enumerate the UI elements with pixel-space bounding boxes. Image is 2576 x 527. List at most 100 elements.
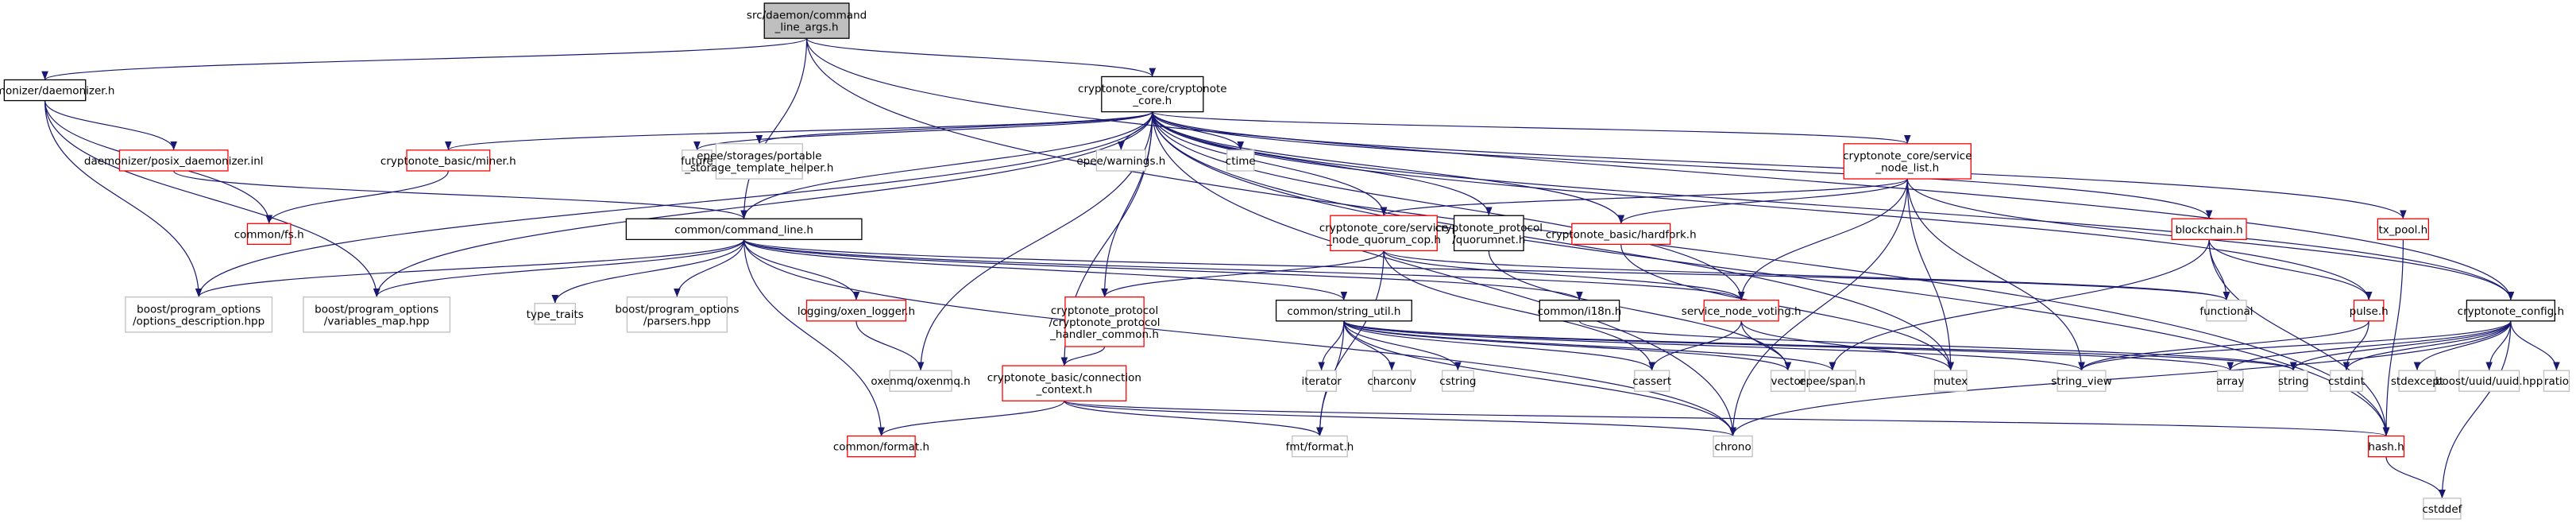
node-cmdline[interactable]: common/command_line.h — [625, 218, 863, 241]
node-label: common/fs.h — [234, 228, 304, 241]
node-label: vector — [1771, 375, 1805, 388]
node-label: string_view — [2051, 375, 2112, 388]
node-quorumnet[interactable]: cryptonote_protocol/quorumnet.h — [1435, 215, 1543, 252]
node-vector[interactable]: vector — [1770, 370, 1806, 392]
edge-core-to-pulse — [1152, 111, 2373, 300]
node-label: type_traits — [527, 308, 584, 321]
node-snqc[interactable]: cryptonote_core/service_node_quorum_cop.… — [1319, 215, 1448, 252]
edge-string-util-to-iterator — [1318, 320, 1345, 371]
node-box — [2057, 370, 2107, 392]
node-posix[interactable]: daemonizer/posix_daemonizer.inl — [84, 149, 264, 172]
node-label: future — [681, 155, 713, 168]
node-stdexcept[interactable]: stdexcept — [2391, 370, 2443, 392]
node-cstddef[interactable]: cstddef — [2422, 498, 2463, 520]
node-miner[interactable]: cryptonote_basic/miner.h — [380, 149, 516, 172]
node-string-util[interactable]: common/string_util.h — [1275, 300, 1412, 322]
node-label: logging/oxen_logger.h — [798, 305, 915, 318]
node-box — [682, 149, 713, 172]
node-future[interactable]: future — [681, 149, 713, 172]
node-blockchain[interactable]: blockchain.h — [2171, 218, 2247, 241]
node-cp-handler[interactable]: cryptonote_protocol/cryptonote_protocol_… — [1049, 296, 1161, 347]
node-cassert[interactable]: cassert — [1632, 370, 1671, 392]
edge-string-util-to-cassert — [1343, 320, 1655, 371]
node-conn-ctx[interactable]: cryptonote_basic/connection_context.h — [987, 365, 1141, 401]
node-epee-span[interactable]: epee/span.h — [1799, 370, 1866, 392]
node-config[interactable]: cryptonote_config.h — [2458, 300, 2564, 322]
node-label: string — [2278, 375, 2309, 388]
node-epee-storage[interactable]: epee/storages/portable_storage_template_… — [684, 143, 833, 180]
node-oxenmq[interactable]: oxenmq/oxenmq.h — [871, 370, 971, 392]
node-snv[interactable]: service_node_voting.h — [1682, 300, 1802, 322]
node-ratio[interactable]: ratio — [2543, 370, 2570, 392]
node-chrono[interactable]: chrono — [1713, 435, 1753, 458]
node-string-view[interactable]: string_view — [2051, 370, 2112, 392]
node-core[interactable]: cryptonote_core/cryptonote_core.h — [1078, 76, 1227, 113]
node-label: /options_description.hpp — [133, 315, 265, 327]
node-label: fmt/format.h — [1286, 441, 1354, 454]
node-iterator[interactable]: iterator — [1301, 370, 1342, 392]
node-po-vmap[interactable]: boost/program_options/variables_map.hpp — [303, 296, 451, 333]
node-root[interactable]: src/daemon/command_line_args.h — [747, 2, 867, 39]
node-label: common/string_util.h — [1287, 305, 1400, 318]
edge-core-to-chrono — [1152, 111, 1736, 436]
node-hardfork[interactable]: cryptonote_basic/hardfork.h — [1546, 223, 1697, 246]
edge-i18n-to-string — [1578, 320, 2297, 371]
node-label: stdexcept — [2391, 375, 2443, 388]
node-box — [1453, 215, 1524, 252]
node-box — [2458, 370, 2520, 392]
edge-snqc-to-snv — [1383, 250, 1745, 300]
edge-core-to-blockchain — [1152, 111, 2213, 219]
node-box — [1101, 76, 1204, 113]
node-pulse[interactable]: pulse.h — [2350, 300, 2389, 322]
node-box — [2423, 498, 2462, 520]
edge-config-to-chrono — [1729, 320, 2512, 436]
node-type-traits[interactable]: type_traits — [527, 303, 584, 325]
node-mutex[interactable]: mutex — [1933, 370, 1968, 392]
node-hash[interactable]: hash.h — [2367, 435, 2405, 458]
node-ctime[interactable]: ctime — [1226, 149, 1256, 172]
node-fmt[interactable]: fmt/format.h — [1286, 435, 1354, 458]
edge-posix-to-cmdline — [173, 170, 747, 219]
node-label: _node_list.h — [1875, 161, 1939, 174]
edge-hash-to-cstddef — [2385, 456, 2446, 498]
node-box — [2543, 370, 2570, 392]
edge-cmdline-to-po-parsers — [674, 239, 745, 297]
node-format[interactable]: common/format.h — [833, 435, 929, 458]
node-label: _core.h — [1132, 95, 1172, 107]
node-box — [2217, 370, 2244, 392]
node-label: epee/warnings.h — [1076, 155, 1165, 168]
node-charconv[interactable]: charconv — [1367, 370, 1416, 392]
node-label: /parsers.hpp — [643, 315, 711, 327]
node-array[interactable]: array — [2216, 370, 2244, 392]
edge-snv-to-vector — [1740, 320, 1792, 371]
node-cstring[interactable]: cstring — [1439, 370, 1476, 392]
node-uuid[interactable]: boost/uuid/uuid.hpp — [2435, 370, 2543, 392]
node-oxen-logger[interactable]: logging/oxen_logger.h — [798, 300, 915, 322]
node-label: cryptonote_basic/hardfork.h — [1546, 228, 1697, 241]
edge-core-to-hash — [1152, 111, 2390, 436]
edge-txpool-to-hash — [2382, 239, 2404, 436]
node-label: boost/program_options — [137, 303, 261, 316]
node-label: cstring — [1439, 375, 1476, 388]
edge-quorumnet-to-vector — [1488, 250, 1792, 371]
node-epee-warnings[interactable]: epee/warnings.h — [1076, 149, 1165, 172]
node-fs[interactable]: common/fs.h — [234, 223, 304, 246]
edge-conn-ctx-to-chrono — [1064, 400, 1736, 437]
node-label: cryptonote_core/service — [1319, 222, 1448, 234]
node-txpool[interactable]: tx_pool.h — [2377, 218, 2430, 241]
node-cstdint[interactable]: cstdint — [2328, 370, 2365, 392]
node-snl[interactable]: cryptonote_core/service_node_list.h — [1843, 143, 1972, 180]
node-string[interactable]: string — [2278, 370, 2309, 392]
node-label: mutex — [1933, 375, 1968, 388]
node-daemonizer[interactable]: daemonizer/daemonizer.h — [0, 79, 114, 102]
node-box — [763, 2, 850, 39]
node-box — [2329, 370, 2363, 392]
node-label: boost/program_options — [315, 303, 438, 316]
node-functional[interactable]: functional — [2199, 300, 2254, 322]
node-po-parsers[interactable]: boost/program_options/parsers.hpp — [615, 296, 739, 333]
node-label: /quorumnet.h — [1452, 234, 1525, 246]
node-i18n[interactable]: common/i18n.h — [1538, 300, 1622, 322]
edge-core-to-cmdline — [740, 111, 1153, 219]
edge-conn-ctx-to-format — [878, 401, 1065, 436]
node-po-desc[interactable]: boost/program_options/options_descriptio… — [125, 296, 273, 333]
